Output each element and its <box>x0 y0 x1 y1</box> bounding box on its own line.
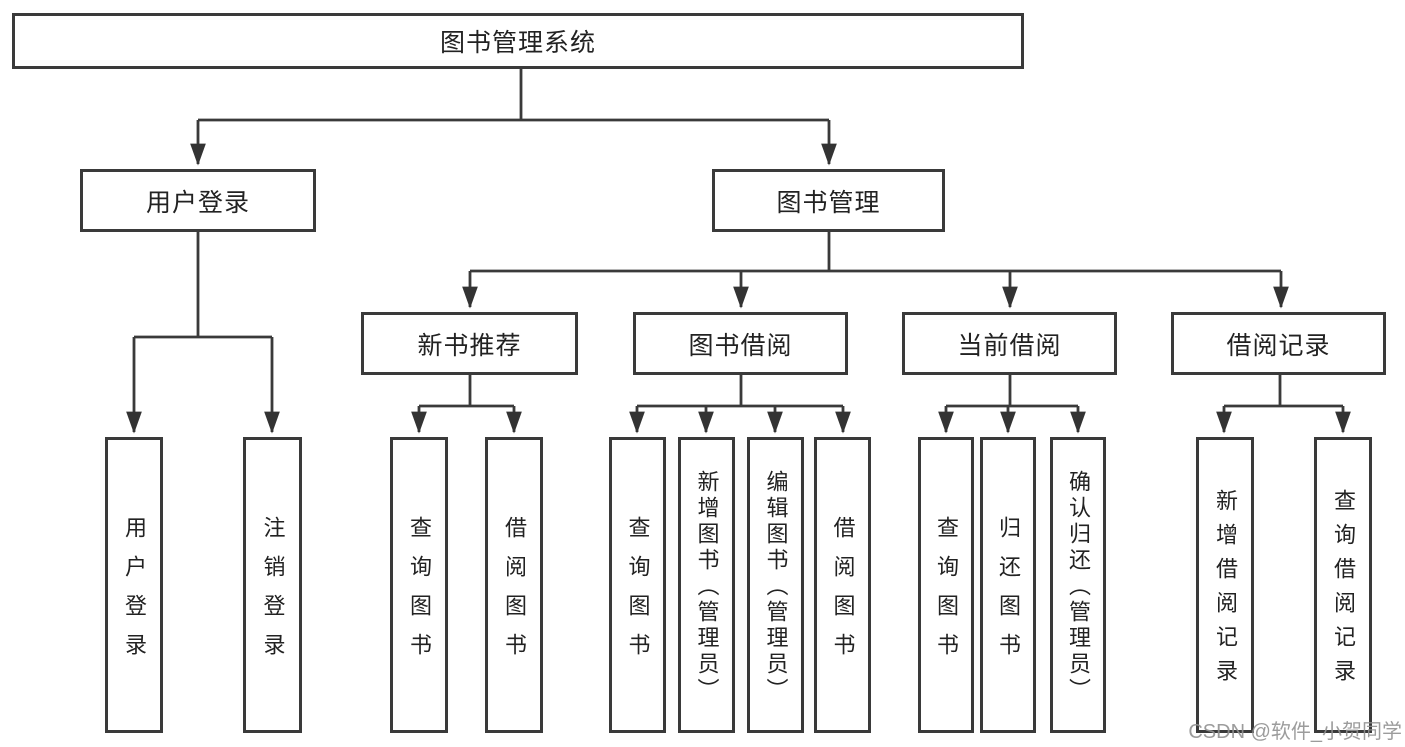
leaf-label: 借阅图书 <box>830 515 856 672</box>
node-label: 用户登录 <box>145 188 250 217</box>
leaf-label: 查询图书 <box>934 515 959 672</box>
node-label: 借阅记录 <box>1226 331 1331 360</box>
leaf-label: 新增图书（管理员） <box>694 470 720 704</box>
leaf-label: 查询图书 <box>625 515 651 672</box>
node-root-system: 图书管理系统 <box>12 13 1024 69</box>
leaf-query-borrow-record: 查询借阅记录 <box>1314 437 1372 733</box>
leaf-user-login: 用户登录 <box>105 437 163 733</box>
leaf-borrow-books-recommend: 借阅图书 <box>485 437 543 733</box>
leaf-add-borrow-record: 新增借阅记录 <box>1196 437 1254 733</box>
node-book-management-branch: 图书管理 <box>712 169 945 232</box>
leaf-edit-book-admin: 编辑图书（管理员） <box>747 437 804 733</box>
node-user-login-branch: 用户登录 <box>80 169 316 232</box>
node-label: 图书借阅 <box>688 331 793 360</box>
leaf-query-books-recommend: 查询图书 <box>390 437 448 733</box>
leaf-borrow-books: 借阅图书 <box>814 437 871 733</box>
leaf-label: 归还图书 <box>996 515 1021 672</box>
leaf-return-book: 归还图书 <box>980 437 1036 733</box>
leaf-query-books-borrow: 查询图书 <box>609 437 666 733</box>
leaf-label: 新增借阅记录 <box>1213 489 1238 693</box>
leaf-label: 确认归还（管理员） <box>1066 470 1091 704</box>
node-current-borrow: 当前借阅 <box>902 312 1117 375</box>
node-label: 新书推荐 <box>417 331 522 360</box>
leaf-label: 借阅图书 <box>502 515 527 672</box>
node-book-borrow: 图书借阅 <box>633 312 848 375</box>
leaf-logout: 注销登录 <box>243 437 302 733</box>
node-borrow-records: 借阅记录 <box>1171 312 1386 375</box>
leaf-label: 编辑图书（管理员） <box>763 470 789 704</box>
node-label: 当前借阅 <box>957 331 1062 360</box>
csdn-watermark: CSDN @软件_小贺同学 <box>1188 721 1402 743</box>
node-label: 图书管理 <box>776 188 881 217</box>
leaf-label: 用户登录 <box>122 515 147 672</box>
leaf-add-book-admin: 新增图书（管理员） <box>678 437 735 733</box>
leaf-query-books-current: 查询图书 <box>918 437 974 733</box>
leaf-label: 注销登录 <box>260 515 286 672</box>
node-new-book-recommend: 新书推荐 <box>361 312 578 375</box>
leaf-label: 查询图书 <box>407 515 432 672</box>
leaf-confirm-return-admin: 确认归还（管理员） <box>1050 437 1106 733</box>
node-root-label: 图书管理系统 <box>439 29 596 57</box>
leaf-label: 查询借阅记录 <box>1331 489 1356 693</box>
